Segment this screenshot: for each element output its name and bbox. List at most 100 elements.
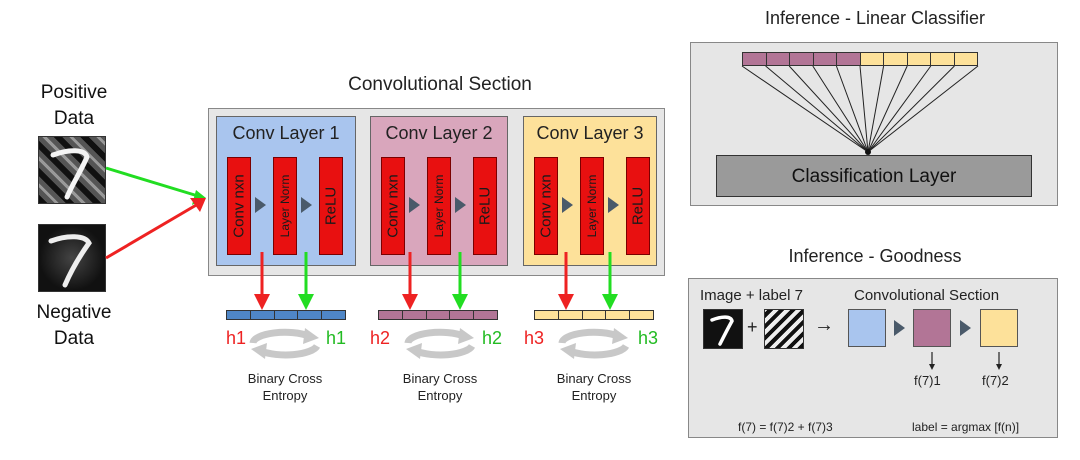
positive-data-label: Positive Data	[34, 80, 114, 132]
goodness-conv-label: Convolutional Section	[854, 287, 1000, 304]
fan-line	[859, 65, 869, 153]
negative-label-line1: Negative	[36, 302, 112, 323]
conv-3-op-conv: Conv nxn	[534, 157, 558, 255]
classifier-input-cell	[954, 53, 977, 65]
linear-classifier-title: Inference - Linear Classifier	[764, 8, 986, 28]
arrow-right-icon	[409, 197, 420, 213]
h3-positive-label: h3	[638, 328, 659, 348]
fan-line	[867, 65, 932, 153]
fan-line	[867, 65, 979, 153]
arrow-right-icon	[255, 197, 266, 213]
classifier-input-cell	[837, 53, 861, 65]
h1-positive-label: h1	[326, 328, 347, 348]
fan-convergence-point	[865, 149, 871, 155]
arrow-right-icon	[608, 197, 619, 213]
classifier-input-cell	[931, 53, 955, 65]
classifier-input-cell	[860, 53, 884, 65]
negative-data-image	[38, 224, 106, 292]
arrow-right-icon	[562, 197, 573, 213]
conv-layer-3: Conv Layer 3 Conv nxn Layer Norm ReLU	[523, 116, 657, 266]
goodness-digit-image	[703, 309, 743, 349]
loss-label-3: Binary Cross Entropy	[544, 370, 644, 404]
fan-line	[835, 65, 869, 153]
negative-data-label: Negative Data	[26, 300, 122, 352]
classifier-input-cell	[813, 53, 837, 65]
arrow-right-icon	[960, 320, 971, 336]
classifier-input-cell	[884, 53, 908, 65]
fan-line	[765, 65, 869, 153]
cycle-icon	[404, 328, 476, 359]
conv-3-op-layernorm: Layer Norm	[580, 157, 604, 255]
output-vector-1	[226, 310, 346, 320]
goodness-formula-left: f(7) = f(7)2 + f(7)3	[738, 420, 833, 434]
negative-arrowhead	[190, 198, 206, 212]
fan-line	[741, 65, 869, 153]
fan-line	[867, 65, 955, 153]
loss-line2: Entropy	[417, 388, 463, 403]
classification-layer-box: Classification Layer	[716, 155, 1032, 197]
arrow-right-icon	[455, 197, 466, 213]
conv-3-op-relu: ReLU	[626, 157, 650, 255]
negative-label-line2: Data	[53, 328, 95, 349]
loss-label-1: Binary Cross Entropy	[235, 370, 335, 404]
loss-label-2: Binary Cross Entropy	[390, 370, 490, 404]
h2-positive-label: h2	[482, 328, 503, 348]
classifier-input-cell	[907, 53, 931, 65]
conv-layer-1-title: Conv Layer 1	[232, 123, 340, 143]
output-vector-2	[378, 310, 498, 320]
loss-line1: Binary Cross	[556, 371, 632, 386]
goodness-panel	[688, 278, 1058, 438]
classifier-input-cell	[743, 53, 767, 65]
fan-line	[867, 65, 885, 153]
positive-label-line2: Data	[53, 108, 95, 129]
conv-layer-1: Conv Layer 1 Conv nxn Layer Norm ReLU	[216, 116, 356, 266]
output-vector-3	[534, 310, 654, 320]
goodness-block-3	[980, 309, 1018, 347]
conv-2-op-layernorm: Layer Norm	[427, 157, 451, 255]
goodness-block-2	[913, 309, 951, 347]
loss-line1: Binary Cross	[247, 371, 323, 386]
classifier-input-vector	[742, 52, 978, 66]
fan-line	[788, 65, 869, 153]
positive-data-image	[38, 136, 106, 204]
fan-line	[812, 65, 869, 153]
arrow-right-icon	[894, 320, 905, 336]
conv-layer-2: Conv Layer 2 Conv nxn Layer Norm ReLU	[370, 116, 508, 266]
cycle-icon	[249, 328, 321, 359]
loss-line2: Entropy	[571, 388, 617, 403]
positive-label-line1: Positive	[40, 82, 108, 103]
conv-layer-2-title: Conv Layer 2	[385, 123, 493, 143]
goodness-formula-right: label = argmax [f(n)]	[912, 420, 1020, 434]
h1-negative-label: h1	[226, 328, 247, 348]
conv-layer-3-title: Conv Layer 3	[536, 123, 644, 143]
fan-line	[867, 65, 908, 153]
loss-line1: Binary Cross	[402, 371, 478, 386]
classifier-input-cell	[790, 53, 814, 65]
classifier-input-cell	[766, 53, 790, 65]
goodness-title: Inference - Goodness	[788, 246, 962, 266]
plus-sign: +	[747, 317, 758, 337]
image-label-text: Image + label 7	[700, 287, 803, 304]
conv-1-op-conv: Conv nxn	[227, 157, 251, 255]
classification-layer-label: Classification Layer	[791, 166, 957, 187]
f71-label: f(7)1	[914, 373, 941, 388]
h2-negative-label: h2	[370, 328, 391, 348]
conv-2-op-relu: ReLU	[473, 157, 497, 255]
conv-2-op-conv: Conv nxn	[381, 157, 405, 255]
f72-label: f(7)2	[982, 373, 1009, 388]
h3-negative-label: h3	[524, 328, 545, 348]
conv-section-title: Convolutional Section	[348, 74, 532, 95]
goodness-label-pattern	[764, 309, 804, 349]
goodness-block-1	[848, 309, 886, 347]
arrow-right-icon	[301, 197, 312, 213]
right-arrow-icon: →	[814, 314, 834, 336]
conv-1-op-layernorm: Layer Norm	[273, 157, 297, 255]
loss-line2: Entropy	[262, 388, 308, 403]
conv-1-op-relu: ReLU	[319, 157, 343, 255]
cycle-icon	[558, 328, 630, 359]
